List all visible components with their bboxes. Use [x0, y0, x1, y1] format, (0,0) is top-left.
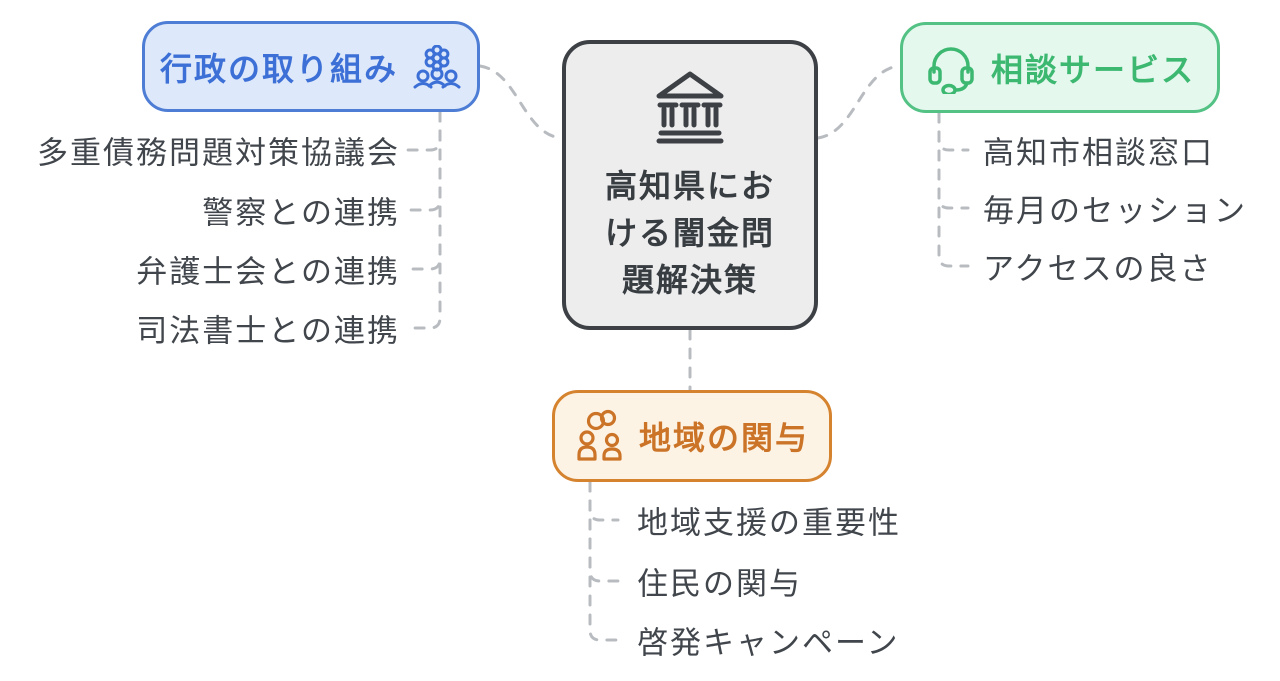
branch-label-government: 行政の取り組み [159, 50, 398, 87]
branch-item: アクセスの良さ [983, 251, 1213, 287]
branch-item: 住民の関与 [637, 566, 802, 602]
connector-item [937, 111, 970, 268]
branch-item: 啓発キャンペーン [637, 625, 900, 661]
branch-node-community: 地域の関与 [552, 390, 832, 482]
center-title: 高知県にお ける闇金問 題解決策 [605, 163, 775, 304]
connector-item [406, 110, 442, 330]
center-title-line: 高知県にお [604, 167, 775, 204]
people-gear-icon [413, 44, 461, 88]
branch-item: 毎月のセッション [983, 193, 1247, 229]
connector-item [406, 110, 442, 152]
connector-item [588, 480, 620, 642]
branch-label-consultation: 相談サービス [990, 51, 1195, 88]
branch-item: 弁護士会との連携 [136, 254, 400, 290]
center-node: 高知県にお ける闇金問 題解決策 [562, 40, 818, 330]
connector-item [588, 480, 620, 583]
connector-item [937, 111, 970, 152]
branch-node-consultation: 相談サービス [900, 22, 1220, 113]
branch-node-government: 行政の取り組み [142, 21, 480, 112]
connector-item [937, 111, 970, 210]
branch-item: 司法書士との連携 [136, 313, 400, 349]
branch-item: 地域支援の重要性 [637, 505, 901, 541]
connector-item [588, 480, 620, 522]
bank-icon [656, 71, 724, 143]
headset-icon [928, 46, 974, 94]
center-title-line: 題解決策 [621, 261, 758, 298]
connector-center-government [478, 64, 562, 140]
connector-item [406, 110, 442, 212]
branch-item: 多重債務問題対策協議会 [37, 135, 400, 171]
center-title-line: ける闇金問 [604, 214, 775, 251]
branch-item: 高知市相談窓口 [983, 135, 1214, 171]
connector-center-consultation [816, 64, 900, 140]
branch-item: 警察との連携 [202, 195, 400, 231]
people-rings-icon [577, 409, 622, 461]
branch-label-community: 地域の関与 [638, 420, 809, 456]
connector-item [406, 110, 442, 271]
